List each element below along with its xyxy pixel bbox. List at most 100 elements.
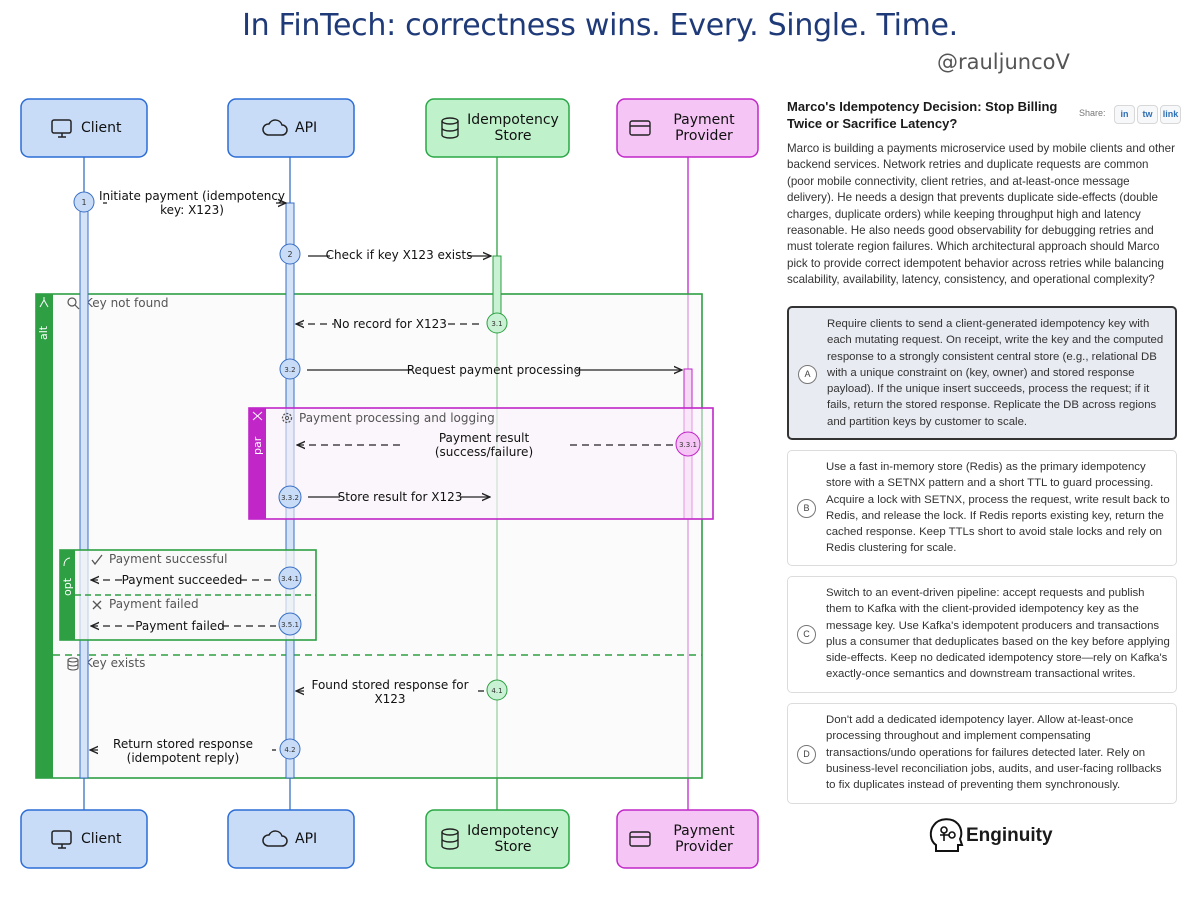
svg-text:(success/failure): (success/failure) [435,445,533,459]
svg-text:Payment: Payment [673,112,735,128]
link-share-button[interactable]: link [1160,105,1181,124]
par-fragment: par Payment processing and logging [248,407,714,520]
participant-provider-top: Payment Provider [616,98,759,158]
svg-text:3.5.1: 3.5.1 [281,621,299,629]
svg-text:Payment: Payment [673,823,735,839]
twitter-share-button[interactable]: tw [1137,105,1158,124]
par-label: par [251,436,264,455]
credit-card-icon [629,831,651,847]
svg-text:key: X123): key: X123) [160,203,224,217]
branch-icon [39,297,49,308]
linkedin-share-button[interactable]: in [1114,105,1135,124]
message-4-2: 4.2 Return stored response (idempotent r… [90,737,301,765]
option-c[interactable]: C Switch to an event-driven pipeline: ac… [787,576,1177,693]
svg-text:Payment failed: Payment failed [135,619,225,633]
svg-text:3.1: 3.1 [491,320,502,328]
svg-text:No record for X123: No record for X123 [333,317,447,331]
svg-text:Initiate payment (idempotency: Initiate payment (idempotency [99,189,285,203]
opt-label: opt [61,577,74,596]
svg-text:Provider: Provider [675,839,733,855]
participant-provider-bottom: Payment Provider [616,809,759,869]
participant-api-bottom: API [227,809,355,869]
check-icon [91,554,103,566]
alt-fragment: alt Key not found Key exists [35,293,703,779]
svg-text:Return stored response: Return stored response [113,737,253,751]
svg-text:Client: Client [81,120,122,136]
activation-client [79,202,89,779]
alt-guard-key-exists: Key exists [85,656,145,670]
message-3-3-1: 3.3.1 Payment result (success/failure) [297,431,701,459]
share-label: Share: [1079,108,1106,118]
svg-text:Provider: Provider [675,128,733,144]
svg-text:3.2: 3.2 [284,366,295,374]
monitor-icon [51,119,72,138]
option-letter: A [798,365,817,384]
option-text: Don't add a dedicated idempotency layer.… [826,714,1162,792]
message-3-3-2: 3.3.2 Store result for X123 [278,485,490,509]
message-2: 2 Check if key X123 exists [279,243,491,265]
database-icon [441,828,459,850]
svg-text:Payment succeeded: Payment succeeded [122,573,243,587]
opt-guard-success: Payment successful [109,552,227,566]
message-1: 1 Initiate payment (idempotency key: X12… [73,189,286,217]
svg-text:API: API [295,831,317,847]
brand-name: Enginuity [966,825,1053,846]
option-b[interactable]: B Use a fast in-memory store (Redis) as … [787,450,1177,566]
brand-logo: Enginuity [928,815,1068,857]
svg-text:Store result for X123: Store result for X123 [338,490,463,504]
alt-guard-key-not-found: Key not found [85,296,168,310]
participant-store-bottom: Idempotency Store [425,809,570,869]
option-d[interactable]: D Don't add a dedicated idempotency laye… [787,703,1177,804]
svg-text:API: API [295,120,317,136]
headline: In FinTech: correctness wins. Every. Sin… [242,8,958,43]
svg-text:Request payment processing: Request payment processing [407,363,582,377]
svg-text:(idempotent reply): (idempotent reply) [127,751,240,765]
svg-text:2: 2 [287,250,292,259]
search-icon [67,297,77,307]
participant-client-top: Client [20,98,148,158]
svg-text:Idempotency: Idempotency [467,112,559,128]
monitor-icon [51,830,72,849]
option-letter: B [797,499,816,518]
par-guard: Payment processing and logging [299,411,495,425]
question-body: Marco is building a payments microservic… [787,142,1175,287]
svg-text:4.1: 4.1 [491,687,502,695]
opt-guard-failed: Payment failed [109,597,199,611]
cloud-icon [262,119,288,136]
participant-api-top: API [227,98,355,158]
database-icon [441,117,459,139]
option-letter: D [797,745,816,764]
svg-text:Store: Store [494,839,531,855]
credit-card-icon [629,120,651,136]
participant-client-bottom: Client [20,809,148,869]
participant-store-top: Idempotency Store [425,98,570,158]
opt-fragment: opt Payment successful Payment failed [59,549,317,641]
author-handle: @rauljuncoV [937,50,1070,74]
message-4-1: 4.1 Found stored response for X123 [296,678,508,706]
svg-text:3.3.1: 3.3.1 [679,441,697,449]
opt-branch-icon [63,557,71,567]
svg-text:Check if key X123 exists: Check if key X123 exists [326,248,473,262]
message-3-2: 3.2 Request payment processing [279,358,682,380]
svg-text:3.4.1: 3.4.1 [281,575,299,583]
message-3-1: 3.1 No record for X123 [296,312,508,334]
svg-text:Idempotency: Idempotency [467,823,559,839]
message-3-4-1: 3.4.1 Payment succeeded [91,566,302,590]
option-text: Switch to an event-driven pipeline: acce… [826,587,1170,681]
svg-text:Payment result: Payment result [439,431,530,445]
svg-text:3.3.2: 3.3.2 [281,494,299,502]
option-a[interactable]: A Require clients to send a client-gener… [787,306,1177,440]
cloud-icon [262,830,288,847]
svg-text:1: 1 [81,198,86,207]
svg-text:4.2: 4.2 [284,746,295,754]
svg-text:X123: X123 [374,692,405,706]
sequence-diagram: alt Key not found Key exists par Payment… [20,98,759,869]
gear-icon [281,412,293,424]
x-icon [92,600,102,610]
option-text: Use a fast in-memory store (Redis) as th… [826,461,1170,555]
svg-text:Found stored response for: Found stored response for [311,678,468,692]
alt-label: alt [37,325,50,340]
brain-head-icon [929,818,964,852]
option-letter: C [797,625,816,644]
question-title: Marco's Idempotency Decision: Stop Billi… [787,99,1058,131]
